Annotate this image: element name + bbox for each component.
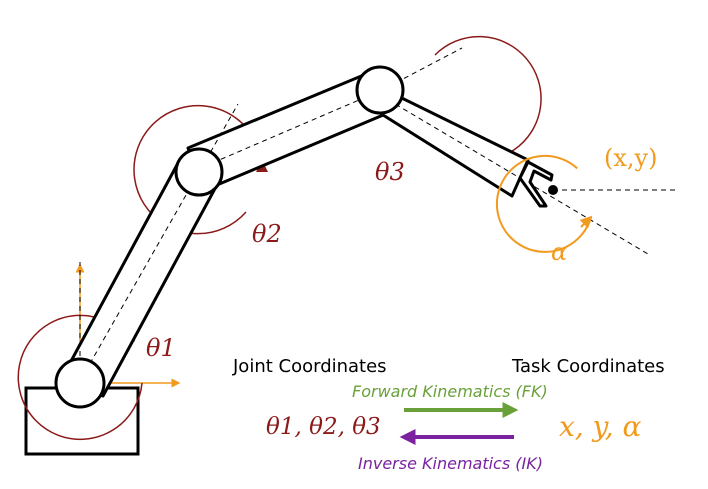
link-3-centerline (379, 94, 649, 255)
task-variables: x, y, α (559, 410, 641, 443)
task-coordinates-title: Task Coordinates (511, 356, 665, 377)
theta1-arc (17, 314, 143, 441)
link-2-centerline (195, 90, 381, 171)
link-1-extension (205, 103, 239, 161)
alpha-arc (495, 154, 593, 253)
link-1-centerline (71, 159, 207, 396)
joint-1 (54, 357, 106, 409)
joint-coordinates-title: Joint Coordinates (232, 356, 387, 377)
theta2-arc (133, 104, 263, 235)
joint-variables: θ1, θ2, θ3 (266, 414, 381, 440)
inverse-kinematics-label: Inverse Kinematics (IK) (358, 454, 543, 473)
alpha-label: α (551, 238, 567, 266)
end-effector-position-label: (x,y) (604, 144, 657, 172)
link-2-extension (379, 47, 463, 92)
joint-2 (174, 147, 224, 197)
theta2-label: θ2 (252, 220, 282, 248)
alpha-arc-end (579, 215, 593, 229)
joint-3 (355, 65, 405, 115)
forward-kinematics-label: Forward Kinematics (FK) (352, 382, 548, 401)
gripper (518, 160, 554, 208)
theta1-label: θ1 (146, 334, 176, 362)
end-effector-point (548, 185, 558, 195)
theta3-label: θ3 (375, 158, 405, 186)
